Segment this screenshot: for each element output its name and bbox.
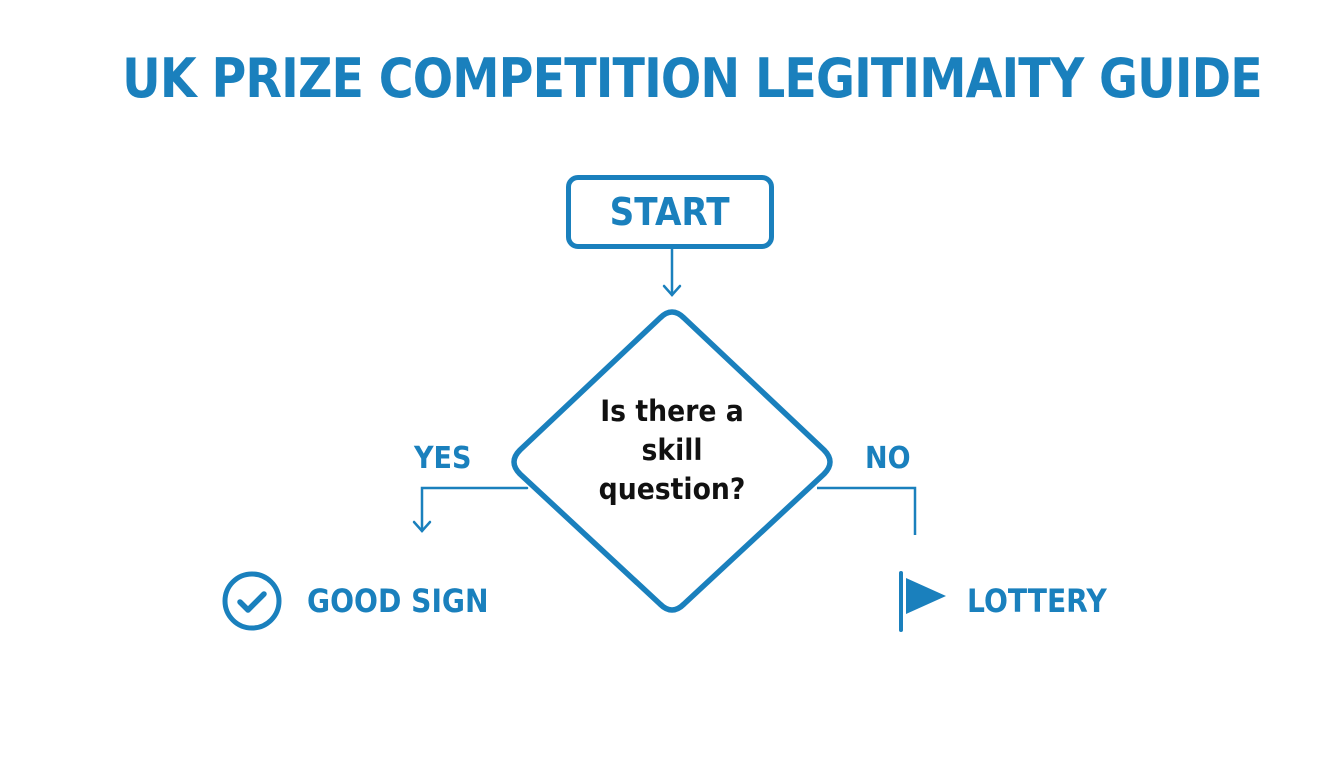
check-circle-icon <box>221 570 283 632</box>
yes-branch-label: YES <box>414 441 472 476</box>
decision-question: Is there a skill question? <box>580 392 764 509</box>
decision-diamond <box>511 309 833 613</box>
good-sign-outcome: GOOD SIGN <box>307 582 489 620</box>
lottery-outcome: LOTTERY <box>967 582 1107 620</box>
page-title: UK PRIZE COMPETITION LEGITIMAITY GUIDE <box>122 47 1263 110</box>
flag-icon <box>895 570 950 634</box>
no-connector-line <box>817 486 917 535</box>
start-node: START <box>566 175 774 249</box>
no-branch-label: NO <box>865 441 911 476</box>
start-label: START <box>610 190 730 234</box>
start-to-decision-arrow <box>662 247 682 297</box>
question-line-3: question? <box>598 472 746 506</box>
question-line-1: Is there a <box>600 394 744 428</box>
question-line-2: skill <box>641 433 703 467</box>
yes-connector-arrow <box>412 486 529 533</box>
